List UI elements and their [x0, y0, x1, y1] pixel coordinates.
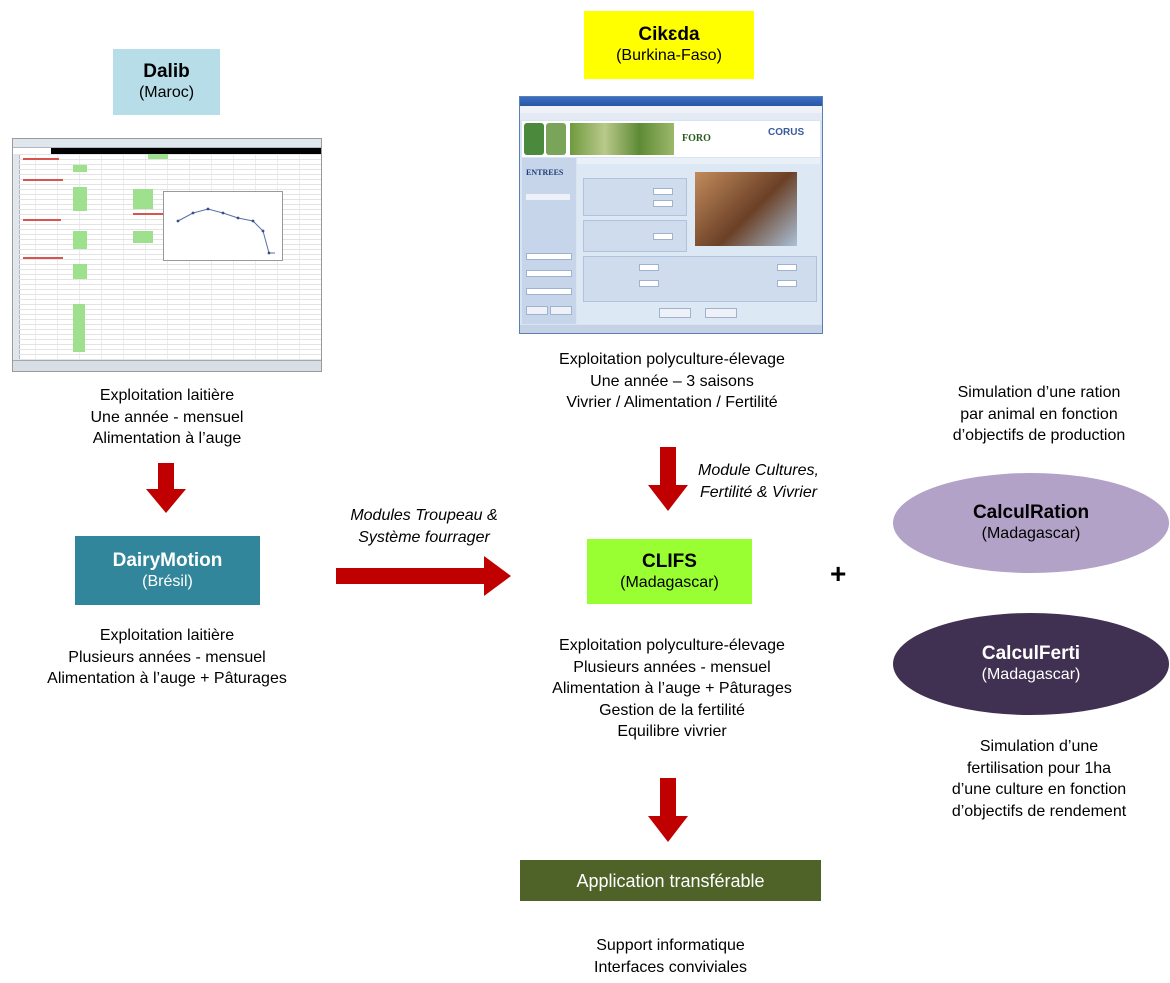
clifs-title: CLIFS	[642, 550, 697, 572]
foro-banner-text: FORO	[682, 133, 711, 144]
calculferti-title: CalculFerti	[981, 643, 1081, 664]
dairymotion-description: Exploitation laitière Plusieurs années -…	[47, 627, 287, 687]
modules-troupeau-label: Modules Troupeau & Système fourrager	[350, 507, 498, 546]
cikeda-title: Cikɛda	[638, 24, 700, 45]
arrow-cikeda-to-clifs	[648, 447, 688, 511]
arrow-dairymotion-to-clifs	[336, 556, 511, 596]
arrow-clifs-to-application	[648, 778, 688, 842]
cikeda-subtitle: (Burkina-Faso)	[616, 47, 722, 64]
plus-sign: +	[830, 558, 847, 589]
dairymotion-title: DairyMotion	[112, 549, 223, 571]
application-box: Application transférable	[520, 860, 821, 901]
corus-logo-text: CORUS	[768, 127, 805, 138]
dalib-line-chart-thumbnail	[163, 191, 283, 261]
clifs-description: Exploitation polyculture-élevage Plusieu…	[552, 637, 792, 740]
clifs-box: CLIFS (Madagascar)	[587, 539, 752, 604]
dalib-spreadsheet-screenshot	[12, 138, 322, 372]
calculration-title: CalculRation	[972, 502, 1090, 523]
dalib-box: Dalib (Maroc)	[113, 49, 220, 115]
cikeda-description: Exploitation polyculture-élevage Une ann…	[559, 351, 785, 411]
arrow-dalib-to-dairymotion	[146, 463, 186, 513]
cikeda-app-screenshot: FORO CORUS ENTREES	[519, 96, 823, 334]
calculration-description: Simulation d’une ration par animal en fo…	[952, 384, 1126, 444]
calculferti-subtitle: (Madagascar)	[981, 666, 1081, 683]
calculration-subtitle: (Madagascar)	[981, 525, 1081, 542]
module-cultures-label: Module Cultures, Fertilité & Vivrier	[698, 462, 819, 501]
application-description: Support informatique Interfaces convivia…	[594, 937, 747, 976]
cikeda-box: Cikɛda (Burkina-Faso)	[584, 11, 754, 79]
entrees-sidebar-title: ENTREES	[526, 168, 564, 177]
calculration-ellipse: CalculRation (Madagascar)	[893, 473, 1169, 573]
clifs-subtitle: (Madagascar)	[620, 573, 719, 591]
dalib-subtitle: (Maroc)	[138, 84, 195, 101]
dalib-description: Exploitation laitière Une année - mensue…	[90, 387, 244, 447]
dairymotion-subtitle: (Brésil)	[142, 572, 193, 590]
dalib-title: Dalib	[143, 61, 190, 82]
application-title: Application transférable	[576, 870, 765, 891]
dairymotion-box: DairyMotion (Brésil)	[75, 536, 260, 605]
calculferti-ellipse: CalculFerti (Madagascar)	[893, 613, 1169, 715]
calculferti-description: Simulation d’une fertilisation pour 1ha …	[951, 738, 1127, 820]
